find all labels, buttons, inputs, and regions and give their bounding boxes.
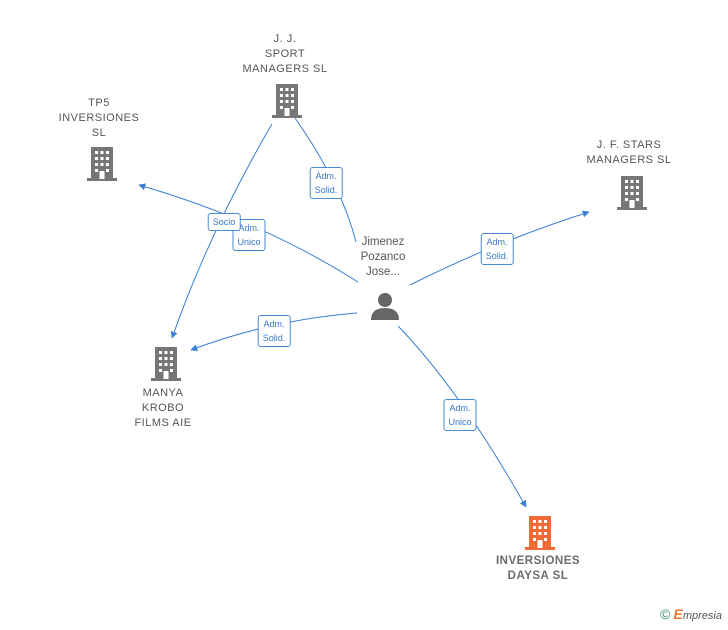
node-label-person[interactable]: Jimenez Pozanco Jose... bbox=[360, 236, 406, 278]
node-label-jj-sport[interactable]: J. J. SPORT MANAGERS SL bbox=[242, 33, 328, 75]
building-icon[interactable] bbox=[87, 147, 117, 181]
node-label-manya[interactable]: MANYA KROBO FILMS AIE bbox=[134, 387, 192, 429]
copyright-symbol: © bbox=[660, 606, 671, 622]
building-icon-highlight[interactable] bbox=[525, 516, 555, 550]
building-icon[interactable] bbox=[617, 176, 647, 210]
empresia-logo: © Empresia bbox=[660, 606, 722, 622]
brand-e: E bbox=[673, 606, 683, 622]
node-label-jf-stars[interactable]: J. F. STARS MANAGERS SL bbox=[586, 139, 672, 166]
edge-label-adm-unico-daysa: Adm. Unico bbox=[443, 399, 477, 431]
building-icon[interactable] bbox=[272, 84, 302, 118]
building-icon[interactable] bbox=[151, 347, 181, 381]
edge-label-adm-solid-manya: Adm. Solid. bbox=[257, 315, 291, 347]
person-icon[interactable] bbox=[370, 291, 400, 321]
node-label-tp5[interactable]: TP5 INVERSIONES SL bbox=[58, 97, 140, 139]
brand-text: mpresia bbox=[682, 610, 722, 622]
edge-label-adm-solid-jf: Adm. Solid. bbox=[480, 233, 514, 265]
edge-label-adm-solid-jj: Adm. Solid. bbox=[309, 167, 343, 199]
node-label-daysa[interactable]: INVERSIONES DAYSA SL bbox=[495, 555, 581, 582]
edge-label-socio: Socio bbox=[207, 213, 241, 231]
